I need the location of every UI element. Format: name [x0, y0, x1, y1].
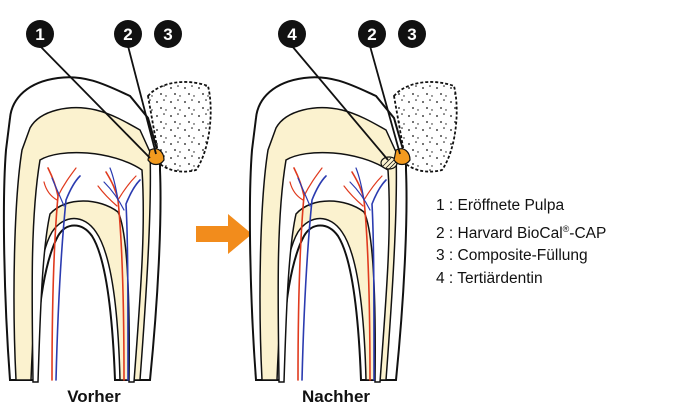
legend-item-4: 4 : Tertiärdentin [436, 268, 606, 291]
svg-text:1: 1 [35, 25, 44, 44]
marker-3-after: 3 [398, 20, 426, 48]
svg-text:3: 3 [407, 25, 416, 44]
caption-after: Nachher [302, 387, 370, 406]
legend-item-3: 3 : Composite-Füllung [436, 245, 606, 268]
legend-item-2: 2 : Harvard BioCal®-CAP [436, 218, 606, 246]
marker-2-after: 2 [358, 20, 386, 48]
svg-text:4: 4 [287, 25, 297, 44]
transition-arrow-icon [196, 214, 252, 254]
tooth-before: 1 2 3 Vorher [4, 20, 211, 406]
svg-text:3: 3 [163, 25, 172, 44]
legend: 1 : Eröffnete Pulpa 2 : Harvard BioCal®-… [436, 195, 606, 290]
marker-4-after: 4 [278, 20, 306, 48]
tooth-after: 4 2 3 Nachher [250, 20, 457, 406]
marker-3-before: 3 [154, 20, 182, 48]
caption-before: Vorher [67, 387, 121, 406]
legend-item-1: 1 : Eröffnete Pulpa [436, 195, 606, 218]
svg-text:2: 2 [123, 25, 132, 44]
svg-text:2: 2 [367, 25, 376, 44]
marker-2-before: 2 [114, 20, 142, 48]
marker-1-before: 1 [26, 20, 54, 48]
